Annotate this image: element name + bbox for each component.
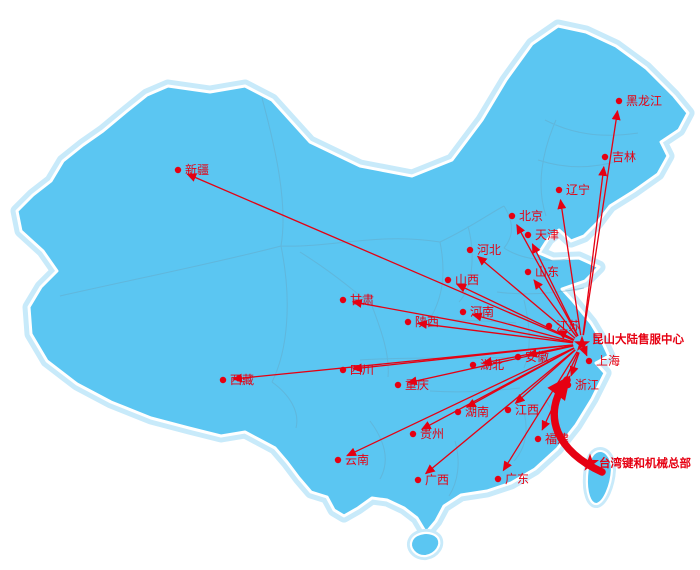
route-arrow: [579, 345, 588, 357]
province-dot: [339, 366, 347, 374]
province-dot: [174, 166, 182, 174]
route-arrow: [476, 255, 576, 339]
province-label: 福建: [545, 431, 569, 446]
province-label: 上海: [596, 353, 620, 368]
route-arrow: [531, 243, 579, 337]
hq-star: [581, 453, 599, 471]
route-arrow: [582, 165, 608, 336]
route-arrow: [232, 344, 574, 383]
route-arrow: [186, 173, 574, 341]
province-label: 浙江: [575, 378, 599, 392]
province-dot: [524, 268, 532, 276]
province-label: 湖南: [465, 404, 489, 419]
province-label: 山东: [535, 265, 559, 279]
province-label: 河北: [477, 243, 501, 257]
province-label: 陕西: [415, 314, 439, 329]
province-dot: [514, 353, 522, 361]
province-label: 广西: [425, 473, 449, 487]
route-arrow: [582, 109, 621, 336]
province-dots: [174, 97, 623, 484]
province-label: 广东: [505, 472, 529, 486]
province-dot: [508, 212, 516, 220]
province-dot: [585, 357, 593, 365]
route-arrow: [351, 299, 574, 344]
route-arrow: [420, 347, 575, 430]
mainland-shape: [15, 24, 690, 535]
province-label: 江西: [515, 403, 539, 417]
route-arrow: [514, 349, 576, 404]
center-hub-star: [573, 335, 591, 351]
province-label: 天津: [535, 228, 559, 242]
province-dot: [615, 97, 623, 105]
route-arrow: [406, 345, 574, 386]
route-arrow: [481, 345, 574, 366]
province-dot: [469, 361, 477, 369]
route-arrow: [471, 312, 574, 343]
province-label: 四川: [350, 363, 374, 377]
province-dot: [334, 456, 342, 464]
route-arrow: [346, 347, 575, 457]
province-label: 重庆: [405, 378, 429, 392]
province-dot: [494, 475, 502, 483]
province-dot: [564, 381, 572, 389]
province-dot: [545, 322, 553, 330]
province-label: 甘肃: [350, 293, 374, 307]
province-label: 湖北: [480, 357, 504, 372]
route-arrow: [516, 223, 579, 337]
center-hub-label: 昆山大陆售服中心: [592, 332, 684, 346]
province-dot: [219, 376, 227, 384]
province-dot: [414, 476, 422, 484]
province-dot: [504, 406, 512, 414]
province-label: 江苏: [556, 319, 580, 333]
route-arrow: [456, 283, 575, 341]
province-label: 新疆: [185, 162, 209, 177]
province-label: 云南: [345, 452, 369, 467]
province-dot: [409, 430, 417, 438]
route-arrow: [416, 319, 574, 344]
province-label: 辽宁: [566, 182, 590, 197]
province-label: 安徽: [525, 349, 549, 364]
route-arrow: [569, 352, 580, 377]
province-dot: [454, 408, 462, 416]
province-dot: [601, 153, 609, 161]
province-label: 西藏: [230, 373, 254, 387]
route-arrow: [557, 198, 582, 336]
hq-label: 台湾键和机械总部: [599, 456, 691, 470]
province-dot: [404, 318, 412, 326]
province-dot: [394, 381, 402, 389]
mainland: [10, 19, 695, 540]
province-dot: [534, 435, 542, 443]
province-label: 河南: [470, 304, 494, 319]
province-dot: [555, 186, 563, 194]
province-dot: [444, 276, 452, 284]
province-label: 吉林: [612, 150, 636, 164]
province-dot: [339, 296, 347, 304]
route-arrow: [502, 351, 578, 472]
hainan-island: [409, 531, 441, 558]
province-dot: [524, 231, 532, 239]
province-label: 北京: [519, 209, 543, 223]
province-dot: [459, 308, 467, 316]
province-dot: [466, 246, 474, 254]
province-label: 山西: [455, 273, 479, 287]
province-label: 贵州: [420, 427, 444, 441]
route-arrow: [533, 279, 578, 338]
route-arrows: [186, 109, 621, 475]
route-arrow: [424, 349, 576, 475]
hub-stars: [573, 335, 599, 471]
province-label: 黑龙江: [626, 94, 662, 108]
route-arrow: [556, 330, 575, 341]
